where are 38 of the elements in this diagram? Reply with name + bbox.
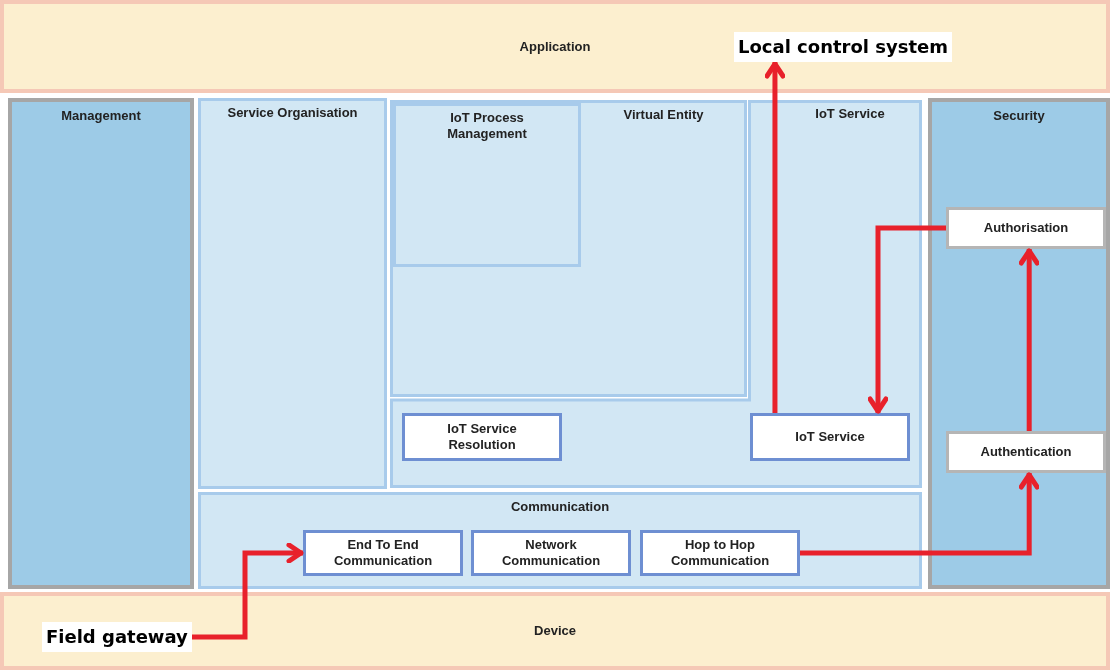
box-label: Authentication bbox=[980, 444, 1072, 460]
callout-text: Local control system bbox=[738, 35, 948, 59]
callout-text: Field gateway bbox=[46, 625, 188, 649]
group-heading: IoT Process Management bbox=[446, 110, 528, 142]
group-panel bbox=[198, 98, 387, 489]
arrow bbox=[191, 542, 304, 640]
function-box bbox=[303, 530, 463, 576]
group-panel bbox=[390, 100, 747, 397]
group-heading: Management bbox=[61, 108, 141, 124]
group-heading: Service Organisation bbox=[227, 105, 358, 121]
arrow bbox=[764, 61, 786, 413]
function-box bbox=[471, 530, 631, 576]
function-box bbox=[946, 431, 1106, 473]
arrow bbox=[867, 225, 946, 414]
layer-band bbox=[0, 592, 1110, 670]
group-panel bbox=[198, 492, 922, 589]
box-label: Authorisation bbox=[983, 220, 1069, 236]
arrow bbox=[800, 472, 1040, 556]
box-label: IoT Service bbox=[795, 429, 865, 445]
function-box bbox=[750, 413, 910, 461]
group-panel bbox=[928, 98, 1110, 589]
group-panel bbox=[8, 98, 194, 589]
function-box bbox=[946, 207, 1106, 249]
function-box bbox=[402, 413, 562, 461]
layer-band bbox=[0, 0, 1110, 93]
arrow bbox=[1018, 248, 1040, 431]
group-heading: IoT Service bbox=[814, 106, 886, 122]
box-label: Hop to Hop Communication bbox=[669, 537, 771, 569]
box-label: Network Communication bbox=[500, 537, 602, 569]
group-heading: Communication bbox=[510, 499, 610, 515]
box-label: IoT Service Resolution bbox=[446, 421, 518, 453]
group-heading: Virtual Entity bbox=[623, 107, 704, 123]
function-box bbox=[640, 530, 800, 576]
layer-name: Application bbox=[519, 38, 591, 55]
group-panel bbox=[393, 103, 581, 267]
layer-name: Device bbox=[534, 623, 576, 639]
box-label: End To End Communication bbox=[332, 537, 434, 569]
group-heading: Security bbox=[993, 108, 1045, 124]
